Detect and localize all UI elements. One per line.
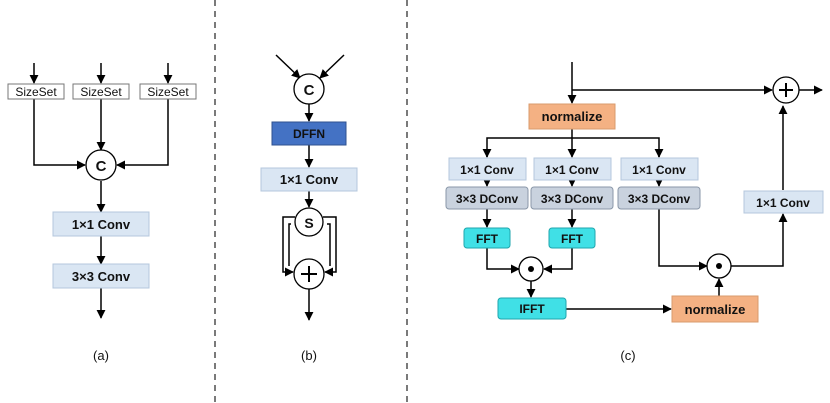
conv3x3-box-a: 3×3 Conv [52, 263, 150, 289]
fft-box-1: FFT [463, 227, 511, 249]
conv1x1-label: 1×1 Conv [632, 163, 686, 177]
conv1x1-label: 1×1 Conv [280, 172, 339, 187]
sizeset-box-1: SizeSet [7, 83, 65, 100]
dconv-label: 3×3 DConv [541, 192, 604, 206]
sizeset-label: SizeSet [80, 85, 122, 99]
conv1x1-label: 1×1 Conv [545, 163, 599, 177]
normalize-label: normalize [685, 302, 746, 317]
fft-label: FFT [561, 232, 584, 246]
dconv-box-c3: 3×3 DConv [617, 186, 701, 210]
panel-c [482, 62, 823, 314]
split-node: S [294, 207, 324, 237]
conv1x1-label: 1×1 Conv [460, 163, 514, 177]
dffn-label: DFFN [293, 127, 325, 141]
conv3x3-label: 3×3 Conv [72, 269, 131, 284]
dffn-box: DFFN [271, 121, 347, 146]
conv1x1-label: 1×1 Conv [72, 217, 131, 232]
normalize-box-bottom: normalize [671, 295, 759, 323]
panel-a [29, 63, 173, 319]
caption-c: (c) [620, 348, 635, 363]
split-label: S [304, 215, 313, 231]
conv1x1-box-c1: 1×1 Conv [448, 157, 527, 181]
conv1x1-box-b: 1×1 Conv [260, 167, 358, 192]
dconv-box-c2: 3×3 DConv [530, 186, 614, 210]
ifft-box: IFFT [497, 297, 567, 320]
normalize-label: normalize [542, 109, 603, 124]
panel-b [275, 54, 345, 321]
conv1x1-label: 1×1 Conv [756, 196, 810, 210]
fft-box-2: FFT [548, 227, 596, 249]
dconv-box-c1: 3×3 DConv [445, 186, 529, 210]
dconv-label: 3×3 DConv [628, 192, 691, 206]
conv1x1-box-c3: 1×1 Conv [620, 157, 699, 181]
multiply-node-right [706, 253, 732, 279]
dconv-label: 3×3 DConv [456, 192, 519, 206]
caption-a: (a) [93, 348, 109, 363]
sizeset-box-3: SizeSet [139, 83, 197, 100]
caption-b: (b) [301, 348, 317, 363]
add-node-b [293, 258, 325, 290]
multiply-node-left [518, 256, 544, 282]
conv1x1-box-right: 1×1 Conv [743, 190, 824, 214]
concat-node-a: C [85, 149, 117, 181]
normalize-box-top: normalize [528, 103, 616, 130]
sizeset-label: SizeSet [147, 85, 189, 99]
fft-label: FFT [476, 232, 499, 246]
sizeset-label: SizeSet [15, 85, 57, 99]
concat-label: C [304, 82, 315, 99]
conv1x1-box-a: 1×1 Conv [52, 211, 150, 237]
concat-node-b: C [293, 73, 325, 105]
conv1x1-box-c2: 1×1 Conv [533, 157, 612, 181]
ifft-label: IFFT [519, 302, 545, 316]
add-node-c [772, 76, 800, 104]
sizeset-box-2: SizeSet [72, 83, 130, 100]
concat-label: C [96, 158, 107, 175]
